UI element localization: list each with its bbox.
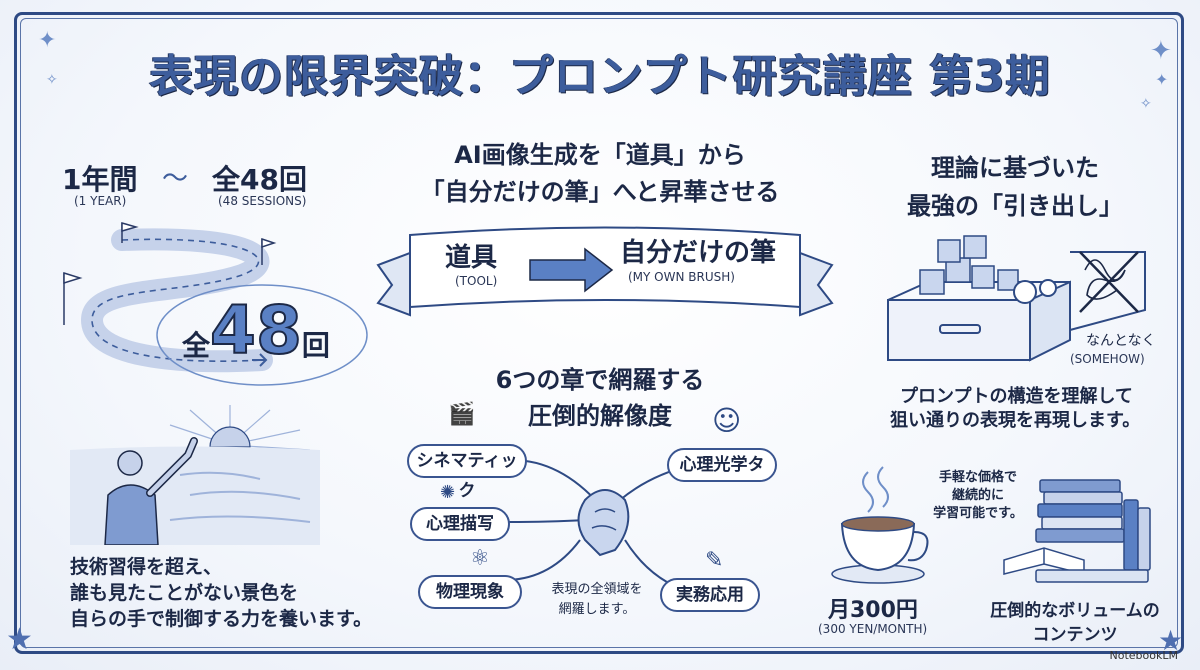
sparkle-icon: ✦ (38, 28, 57, 53)
theory-heading-line2: 最強の「引き出し」 (907, 192, 1123, 220)
badge-prefix: 全 (182, 329, 211, 362)
chapters-heading-line1: 6つの章で網羅する (495, 366, 705, 394)
brush-sub: (MY OWN BRUSH) (628, 270, 735, 284)
price-sub: (300 YEN/MONTH) (818, 622, 928, 636)
winding-road-illustration (63, 222, 368, 386)
chapter-physics: 物理現象 (418, 575, 522, 609)
volume-line1: 圧倒的なボリュームの (990, 601, 1160, 621)
sessions-label: 全48回 (212, 163, 307, 196)
page-title: 表現の限界突破：プロンプト研究講座 第3期 (149, 51, 1051, 102)
price-note-line1: 手軽な価格で (938, 470, 1017, 485)
theory-desc-line2: 狙い通りの表現を再現します。 (890, 410, 1141, 431)
skill-desc-line2: 誰も見たことがない景色を (70, 582, 299, 604)
badge-suffix: 回 (301, 329, 330, 362)
sparkle-icon: ✧ (46, 72, 58, 88)
price-note-line2: 継続的に (951, 488, 1004, 503)
notepad-pencil-icon: ✎ (705, 548, 724, 573)
chapter-mindmap-lines (504, 459, 693, 593)
sparkle-icon: ✧ (1140, 96, 1152, 112)
tool-label: 道具 (445, 243, 498, 273)
person-sunrise-illustration (70, 405, 320, 545)
chapter-cinematic: シネマティック (407, 444, 527, 501)
hub-desc-line2: 網羅します。 (558, 602, 636, 617)
price-label: 月300円 (828, 598, 918, 623)
tilde-connector: 〜 (162, 164, 189, 194)
transform-heading-line2: 「自分だけの筆」へと昇華させる (420, 178, 780, 206)
somehow-label: なんとなく (1086, 333, 1156, 349)
hub-desc-line1: 表現の全領域を (551, 582, 643, 597)
inner-frame (20, 18, 1178, 648)
sessions-badge: 全 48 回 (182, 292, 330, 369)
year-label: 1年間 (62, 163, 138, 196)
badge-number: 48 (209, 292, 303, 369)
transform-heading-line1: AI画像生成を「道具」から (454, 141, 746, 169)
ribbon-banner (376, 226, 834, 317)
books-stack-illustration (1003, 479, 1151, 583)
star-icon: ★ (1158, 624, 1184, 657)
sparkle-icon: ✦ (1155, 70, 1169, 89)
chapters-heading-line2: 圧倒的解像度 (528, 402, 672, 430)
year-sub: (1 YEAR) (74, 194, 127, 208)
coffee-cup-illustration (831, 466, 929, 584)
tool-sub: (TOOL) (455, 274, 498, 288)
idea-icon: ✺ (440, 482, 456, 503)
skill-desc-line3: 自らの手で制御する力を養います。 (70, 608, 373, 630)
atom-icon: ⚛ (470, 546, 490, 571)
chapter-psych-depiction: 心理描写 (410, 507, 510, 541)
sessions-sub: (48 SESSIONS) (218, 194, 307, 208)
somehow-sub: (SOMEHOW) (1070, 352, 1145, 366)
outer-frame (14, 12, 1184, 654)
sparkle-icon: ✦ (1150, 36, 1172, 66)
theory-desc-line1: プロンプトの構造を理解して (900, 386, 1133, 407)
film-camera-icon: 🎬 (448, 402, 476, 427)
brain-head-icon: ☺ (712, 404, 742, 437)
brush-label: 自分だけの筆 (620, 238, 777, 268)
price-note-line3: 学習可能です。 (933, 506, 1023, 521)
notebooklm-watermark: NotebookLM (1109, 649, 1178, 662)
volume-line2: コンテンツ (1032, 625, 1118, 645)
chapter-psych-optics: 心理光学タ (667, 448, 777, 482)
star-icon: ★ (6, 622, 33, 657)
drawer-illustration (887, 235, 1146, 362)
skill-desc-line1: 技術習得を超え、 (70, 556, 223, 578)
chapter-practical: 実務応用 (660, 578, 760, 612)
theory-heading-line1: 理論に基づいた (931, 154, 1099, 182)
